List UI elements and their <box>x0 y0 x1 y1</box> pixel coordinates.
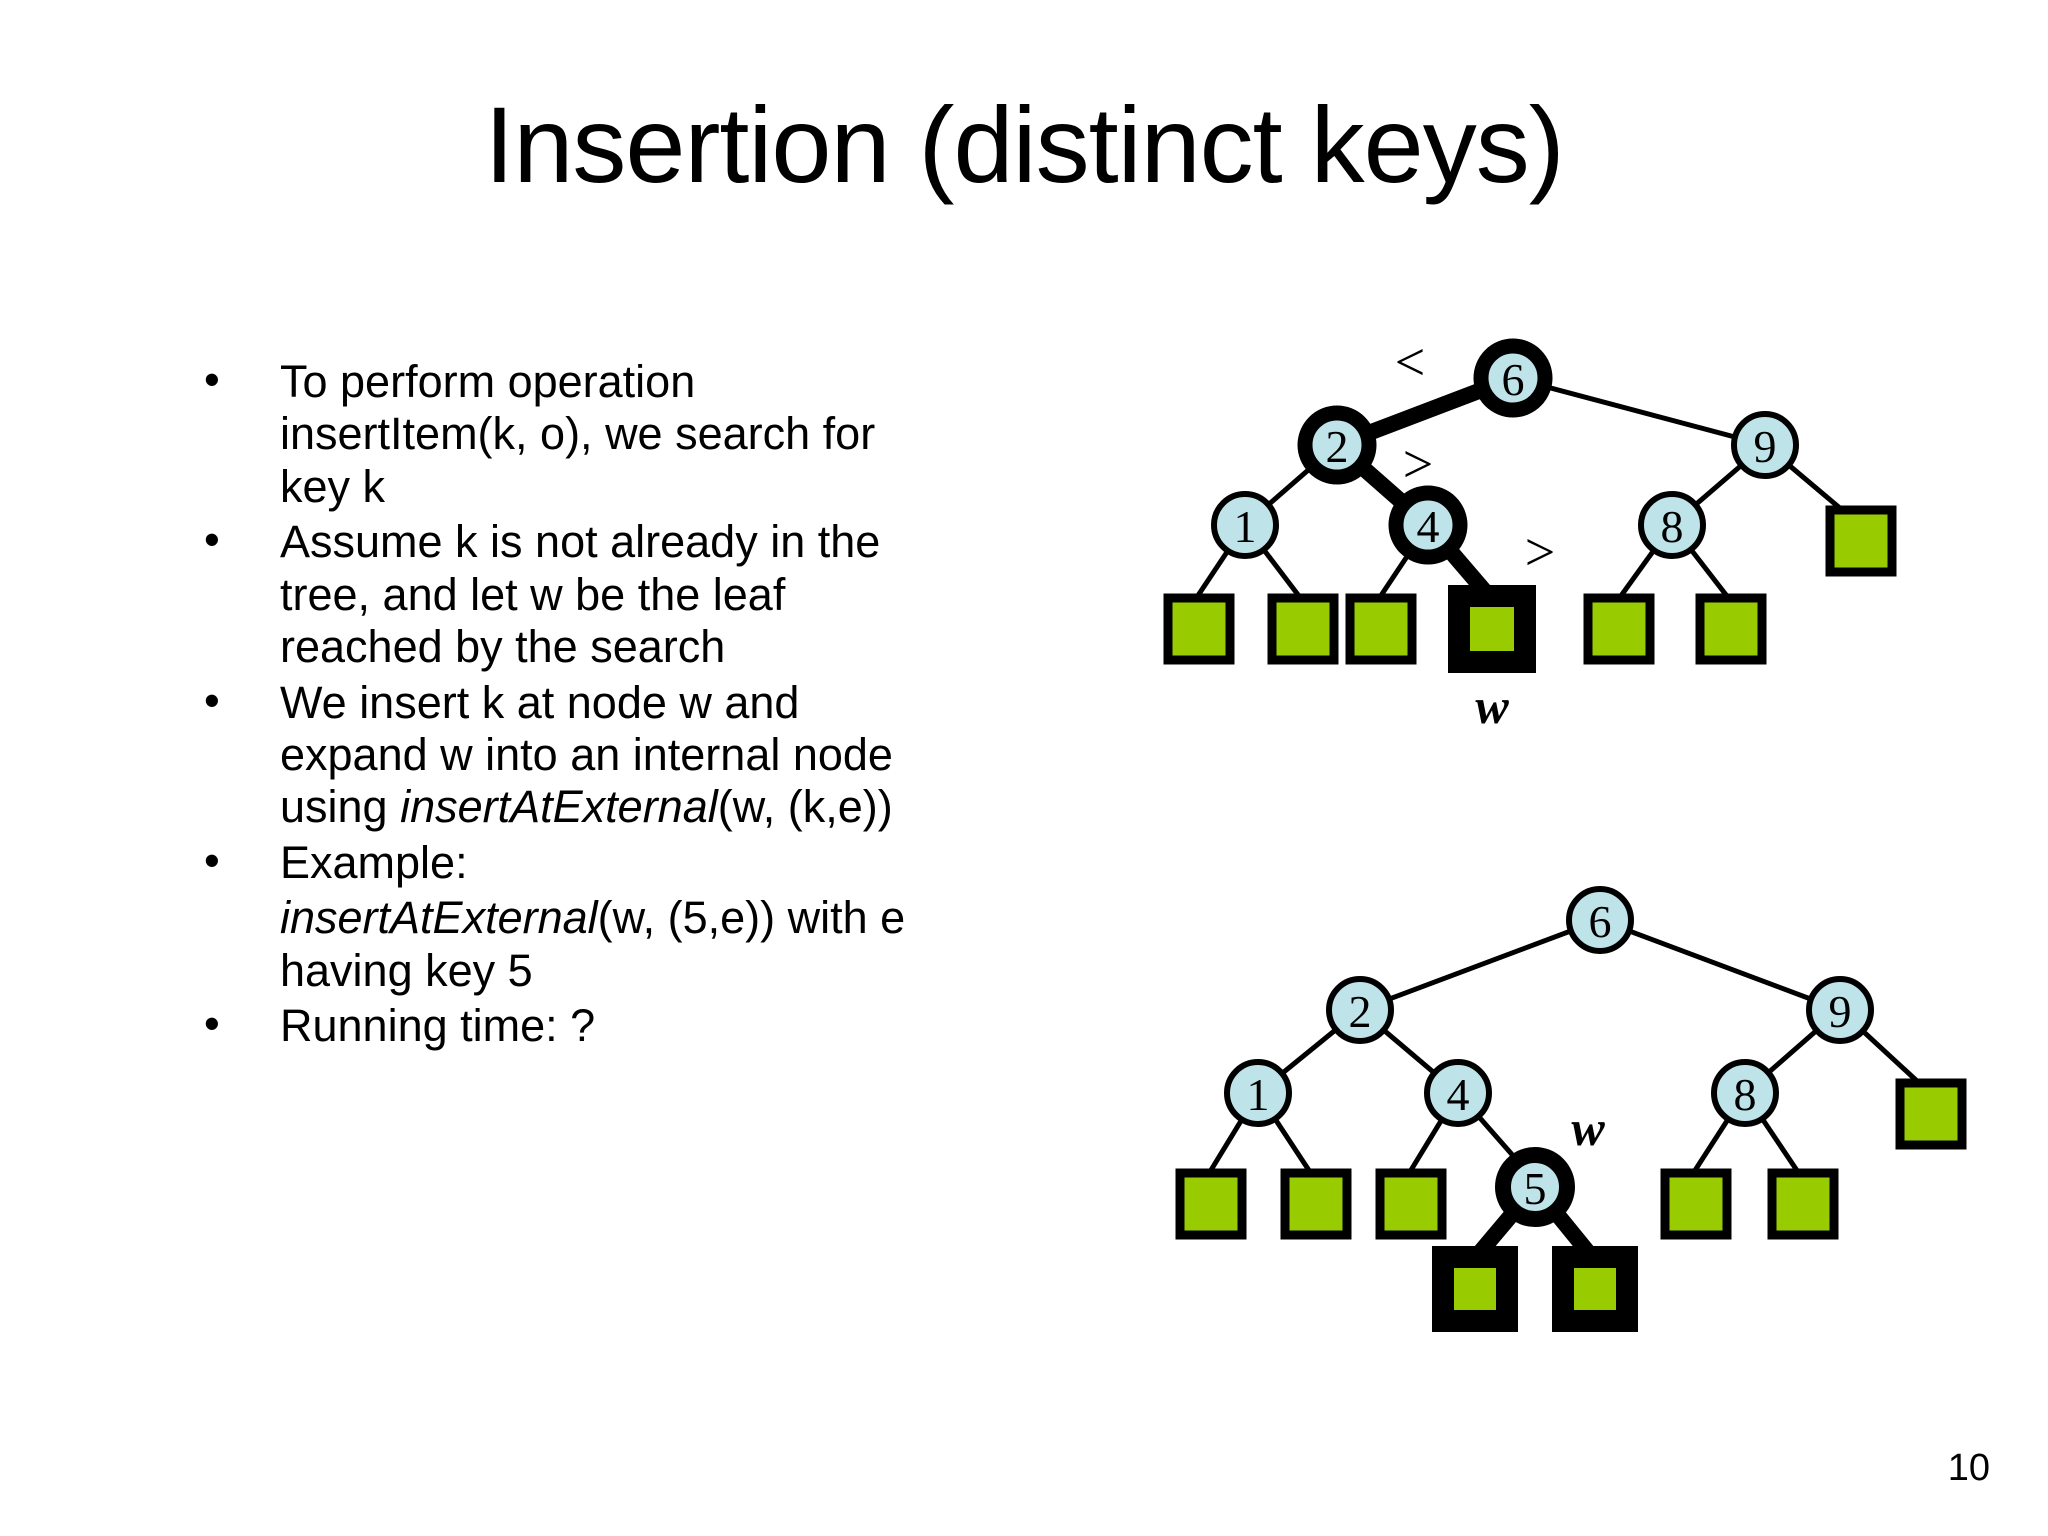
w-label: w <box>1475 678 1509 734</box>
leaf-square-highlighted <box>1448 585 1536 673</box>
page-number: 10 <box>1947 1447 1990 1489</box>
less-than-label: < <box>1395 332 1425 392</box>
leaf-square <box>1767 1168 1839 1240</box>
node-9 <box>1731 411 1799 479</box>
node-5-highlighted <box>1495 1147 1575 1227</box>
leaf-square-new <box>1432 1246 1518 1332</box>
node-6 <box>1566 886 1634 954</box>
list-item-text-tail: (w, (k,e)) <box>717 781 893 833</box>
list-item-text: To perform operation insertItem(k, o), w… <box>280 356 876 512</box>
node-8 <box>1711 1059 1779 1127</box>
node-2 <box>1326 976 1394 1044</box>
node-label-2: 2 <box>1349 986 1372 1037</box>
node-label-1: 1 <box>1234 501 1257 552</box>
node-label-6: 6 <box>1502 354 1525 405</box>
node-4 <box>1424 1059 1492 1127</box>
leaf-square <box>1280 1168 1352 1240</box>
node-6-highlighted <box>1473 338 1553 418</box>
node-9 <box>1806 976 1874 1044</box>
greater-than-label-1: > <box>1403 434 1433 494</box>
w-label: w <box>1571 1100 1605 1156</box>
node-label-4: 4 <box>1417 501 1440 552</box>
node-label-6: 6 <box>1589 896 1612 947</box>
bottom-tree-diagram: 6 2 9 1 4 8 5 w <box>1000 875 2040 1475</box>
list-item-text: Assume k is not already in the tree, and… <box>280 516 881 673</box>
bullet-marker: • <box>204 674 220 726</box>
top-tree-diagram: 6 2 9 1 4 8 < > > w <box>1040 330 2040 830</box>
bullet-marker: • <box>204 354 220 405</box>
list-item-text-italic: insertAtExternal <box>280 892 598 944</box>
node-label-1: 1 <box>1247 1069 1270 1120</box>
leaf-square <box>1895 1078 1967 1150</box>
node-8 <box>1638 491 1706 559</box>
bullet-marker: • <box>204 514 220 566</box>
node-label-4: 4 <box>1447 1069 1470 1120</box>
bullet-list: • To perform operation insertItem(k, o),… <box>196 354 916 1055</box>
page-title: Insertion (distinct keys) <box>484 84 1564 205</box>
node-2-highlighted <box>1297 405 1377 485</box>
list-item-text: Example: <box>280 836 468 888</box>
leaf-square <box>1583 593 1655 665</box>
bullet-marker: • <box>204 834 220 886</box>
node-label-9: 9 <box>1829 986 1852 1037</box>
leaf-square <box>1825 505 1897 577</box>
list-item-continuation: insertAtExternal(w, (5,e)) with e having… <box>196 892 916 997</box>
leaf-square <box>1345 593 1417 665</box>
external-leaves <box>1175 1078 1967 1332</box>
node-label-9: 9 <box>1754 421 1777 472</box>
node-label-2: 2 <box>1326 421 1349 472</box>
bullet-marker: • <box>204 998 220 1050</box>
list-item-text-italic: insertAtExternal <box>400 781 718 833</box>
node-label-8: 8 <box>1734 1069 1757 1120</box>
list-item-text-tail: (w, (5,e)) with e having key 5 <box>280 892 906 996</box>
leaf-square <box>1375 1168 1447 1240</box>
greater-than-label-2: > <box>1525 522 1555 582</box>
list-item-text: Running time: ? <box>280 1000 596 1052</box>
list-item: • Assume k is not already in the tree, a… <box>196 514 916 673</box>
leaf-square-new <box>1552 1246 1638 1332</box>
leaf-square <box>1695 593 1767 665</box>
leaf-square <box>1175 1168 1247 1240</box>
tree-edges <box>1205 917 1932 1177</box>
node-1 <box>1224 1059 1292 1127</box>
leaf-square <box>1163 593 1235 665</box>
list-item: • To perform operation insertItem(k, o),… <box>196 354 916 513</box>
leaf-square <box>1660 1168 1732 1240</box>
internal-nodes <box>1211 338 1799 565</box>
list-item-text: We insert k at node w and expand w into … <box>280 676 893 833</box>
node-1 <box>1211 491 1279 559</box>
list-item: • We insert k at node w and expand w int… <box>196 674 916 834</box>
node-4-highlighted <box>1388 485 1468 565</box>
external-leaves <box>1163 505 1897 673</box>
list-item: • Running time: ? <box>196 998 916 1052</box>
node-label-8: 8 <box>1661 501 1684 552</box>
internal-nodes <box>1224 886 1874 1227</box>
list-item: • Example: <box>196 834 916 889</box>
leaf-square <box>1267 593 1339 665</box>
node-label-5: 5 <box>1524 1163 1547 1214</box>
